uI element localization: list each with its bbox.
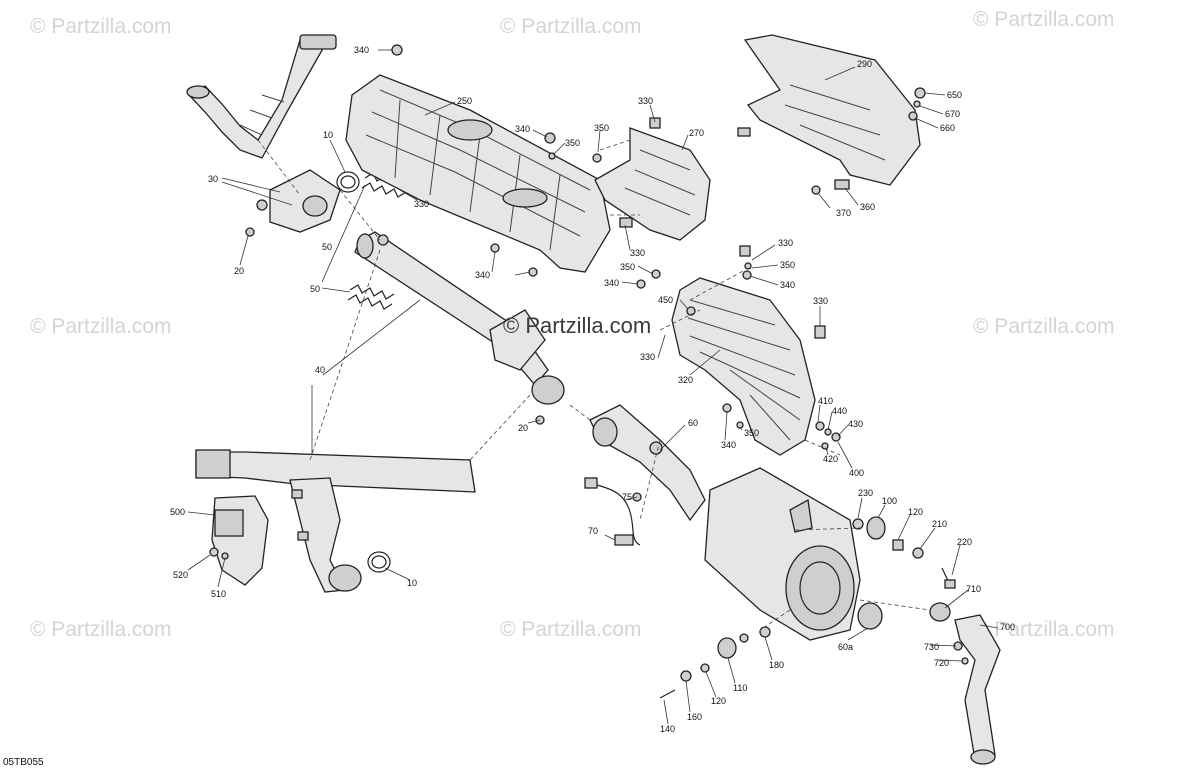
callout-label: 350 <box>744 428 759 438</box>
callout-label: 650 <box>947 90 962 100</box>
callout-label: 220 <box>957 537 972 547</box>
callout-label: 230 <box>858 488 873 498</box>
callout-label: 730 <box>924 642 939 652</box>
callout-label: 700 <box>1000 622 1015 632</box>
callout-label: 440 <box>832 406 847 416</box>
heat-shield-290 <box>737 34 926 190</box>
callout-label: 330 <box>630 248 645 258</box>
callout-label: 210 <box>932 519 947 529</box>
callout-label: 430 <box>848 419 863 429</box>
callout-label: 350 <box>780 260 795 270</box>
callout-label: 520 <box>173 570 188 580</box>
callout-label: 250 <box>457 96 472 106</box>
diagram-code: 05TB055 <box>3 757 44 768</box>
callout-label: 710 <box>966 584 981 594</box>
callout-label: 330 <box>638 96 653 106</box>
watermark: © Partzilla.com <box>500 15 642 38</box>
callout-label: 60a <box>838 642 853 652</box>
callout-label: 20 <box>518 423 528 433</box>
callout-label: 330 <box>813 296 828 306</box>
callout-label: 60 <box>688 418 698 428</box>
callout-label: 340 <box>721 440 736 450</box>
bracket-500 <box>209 495 269 586</box>
callout-label: 340 <box>780 280 795 290</box>
callout-label: 70 <box>588 526 598 536</box>
fasteners <box>391 44 841 450</box>
callout-label: 75 <box>622 492 632 502</box>
callout-label: 50 <box>322 242 332 252</box>
callout-label: 410 <box>818 396 833 406</box>
callout-label: 670 <box>945 109 960 119</box>
callout-label: 660 <box>940 123 955 133</box>
oxygen-sensor-70 <box>584 477 642 546</box>
callout-label: 10 <box>407 578 417 588</box>
callout-label: 400 <box>849 468 864 478</box>
callout-label: 500 <box>170 507 185 517</box>
callout-label: 40 <box>315 365 325 375</box>
flange-connector <box>245 169 341 237</box>
callout-label: 720 <box>934 658 949 668</box>
mount-hardware-right <box>852 516 956 589</box>
watermark: © Partzilla.com <box>500 618 642 641</box>
leader-lines <box>187 49 999 725</box>
callout-label: 10 <box>323 130 333 140</box>
callout-label: 110 <box>733 683 747 693</box>
callout-label: 100 <box>882 496 897 506</box>
tail-pipe-700 <box>929 602 1001 765</box>
callout-label: 340 <box>475 270 490 280</box>
assembly-dashed-lines <box>257 139 931 631</box>
watermark: © Partzilla.com <box>973 315 1115 338</box>
heat-shield-250 <box>345 74 611 273</box>
callout-label: 370 <box>836 208 851 218</box>
callout-label: 330 <box>640 352 655 362</box>
callout-label: 350 <box>594 123 609 133</box>
callout-label: 180 <box>769 660 784 670</box>
callout-labels: 340 250 10 30 20 330 50 50 40 500 520 51… <box>170 45 1015 734</box>
callout-label: 330 <box>414 199 429 209</box>
header-pipe-30 <box>186 34 337 159</box>
callout-label: 340 <box>354 45 369 55</box>
watermarks: © Partzilla.com © Partzilla.com © Partzi… <box>30 8 1115 641</box>
center-watermark: © Partzilla.com <box>503 313 651 338</box>
callout-label: 30 <box>208 174 218 184</box>
callout-label: 50 <box>310 284 320 294</box>
spring-50-bottom <box>347 284 395 310</box>
spacer-60a <box>857 602 883 630</box>
watermark: © Partzilla.com <box>30 618 172 641</box>
mid-pipe-40 <box>354 231 565 425</box>
watermark: © Partzilla.com <box>30 315 172 338</box>
gasket-10-top <box>336 171 360 193</box>
mount-hardware-lower <box>659 626 771 699</box>
callout-label: 120 <box>711 696 726 706</box>
callout-label: 360 <box>860 202 875 212</box>
watermark: © Partzilla.com <box>30 15 172 38</box>
callout-label: 340 <box>515 124 530 134</box>
callout-label: 340 <box>604 278 619 288</box>
callout-label: 270 <box>689 128 704 138</box>
lower-header-assembly <box>195 449 476 593</box>
callout-label: 450 <box>658 295 673 305</box>
callout-label: 320 <box>678 375 693 385</box>
watermark: © Partzilla.com <box>973 8 1115 31</box>
callout-label: 510 <box>211 589 226 599</box>
callout-label: 160 <box>687 712 702 722</box>
callout-label: 420 <box>823 454 838 464</box>
callout-label: 120 <box>908 507 923 517</box>
callout-label: 350 <box>565 138 580 148</box>
callout-label: 290 <box>857 59 872 69</box>
callout-label: 330 <box>778 238 793 248</box>
callout-label: 350 <box>620 262 635 272</box>
callout-label: 140 <box>660 724 675 734</box>
pipe-60 <box>589 404 706 522</box>
watermark: © Partzilla.com <box>973 618 1115 641</box>
heat-shield-270 <box>594 117 711 241</box>
callout-label: 20 <box>234 266 244 276</box>
muffler <box>704 467 861 641</box>
